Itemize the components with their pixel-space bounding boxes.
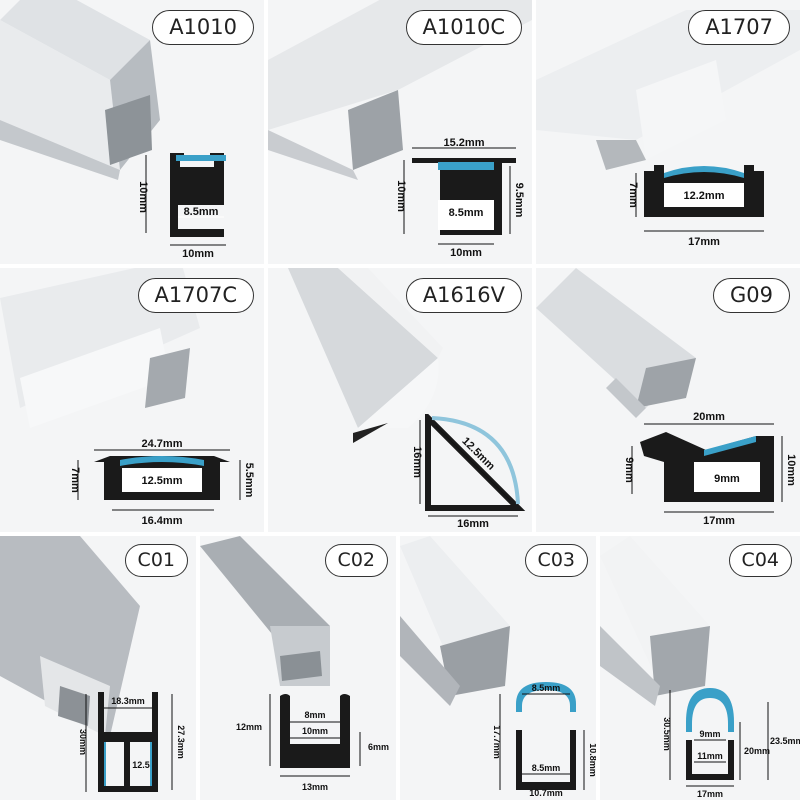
product-title: C02 [324,544,388,577]
aluminum-profile-photo [0,0,160,180]
svg-text:9mm: 9mm [624,457,635,483]
aluminum-profile-photo [288,268,443,443]
cross-section-diagram: 30.5mm 9mm 11mm 20mm 23.5mm 17mm [662,688,800,799]
svg-text:30mm: 30mm [80,729,88,755]
product-title: C03 [524,544,588,577]
svg-text:16mm: 16mm [411,446,423,478]
cross-section-diagram: 16mm 12.5mm 16mm [411,414,526,530]
product-card-a1707c[interactable]: A1707C 24.7mm 7mm 12.5mm 5.5mm 16.4mm [0,268,264,532]
svg-text:20mm: 20mm [744,746,770,756]
svg-text:17mm: 17mm [703,515,735,527]
product-card-a1707[interactable]: A1707 7mm 12.2mm 17mm [536,0,800,264]
product-title: A1010 [152,10,254,45]
svg-text:16.4mm: 16.4mm [142,515,183,527]
svg-text:10mm: 10mm [182,248,214,260]
svg-text:12.5mm: 12.5mm [142,475,183,487]
product-title: A1707C [137,278,254,313]
svg-text:13mm: 13mm [302,782,328,792]
svg-text:12.5: 12.5 [132,760,150,770]
svg-text:30.5mm: 30.5mm [662,717,672,751]
cross-section-diagram: 24.7mm 7mm 12.5mm 5.5mm 16.4mm [69,438,255,527]
svg-text:18.3mm: 18.3mm [111,696,145,706]
svg-text:10mm: 10mm [398,180,407,212]
product-card-c02[interactable]: C02 12mm 8mm 10mm 6mm 13mm [200,536,396,800]
product-card-a1010[interactable]: A1010 10mm 8.5mm 10mm [0,0,264,264]
svg-text:11mm: 11mm [697,751,723,761]
svg-text:10mm: 10mm [785,454,796,486]
cross-section-diagram: 17.7mm 8.5mm 8.5mm 10.8mm 10.7mm [492,682,596,798]
svg-text:17.7mm: 17.7mm [492,725,502,759]
svg-text:7mm: 7mm [628,182,639,208]
aluminum-profile-photo [600,536,710,706]
svg-text:24.7mm: 24.7mm [142,438,183,450]
svg-text:8.5mm: 8.5mm [449,207,484,219]
svg-text:8.5mm: 8.5mm [184,206,219,218]
product-title: G09 [713,278,790,313]
svg-text:23.5mm: 23.5mm [770,736,800,746]
svg-text:8.5mm: 8.5mm [532,763,561,773]
svg-text:10mm: 10mm [450,247,482,259]
aluminum-profile-photo [0,536,140,736]
product-card-g09[interactable]: G09 20mm 9mm 9mm 10mm 17mm [536,268,800,532]
svg-text:10.7mm: 10.7mm [529,788,563,798]
svg-text:16mm: 16mm [457,518,489,530]
svg-text:10.8mm: 10.8mm [588,743,596,777]
svg-text:27.3mm: 27.3mm [176,725,186,759]
product-card-c03[interactable]: C03 17.7mm 8.5mm 8.5mm 10.8mm 10.7mm [400,536,596,800]
svg-text:17mm: 17mm [697,789,723,799]
cross-section-diagram: 15.2mm 10mm 8.5mm 9.5mm 10mm [398,138,525,259]
svg-text:8mm: 8mm [304,710,325,720]
svg-text:6mm: 6mm [368,742,389,752]
product-card-c01[interactable]: C01 30mm 18.3mm 12.5 27.3mm [0,536,196,800]
svg-text:17mm: 17mm [688,236,720,248]
cross-section-diagram: 10mm 8.5mm 10mm [137,153,226,260]
cross-section-diagram: 7mm 12.2mm 17mm [628,165,764,248]
aluminum-profile-photo [200,536,330,686]
product-card-a1010c[interactable]: A1010C 15.2mm 10mm 8.5mm 9.5mm 10mm [268,0,532,264]
product-title: A1616V [405,278,522,313]
svg-text:12.2mm: 12.2mm [684,190,725,202]
svg-text:9mm: 9mm [699,729,720,739]
product-title: C01 [124,544,188,577]
svg-text:5.5mm: 5.5mm [243,463,255,498]
dim-height: 10mm [137,181,149,213]
svg-text:9.5mm: 9.5mm [513,183,525,218]
svg-text:9mm: 9mm [714,473,740,485]
product-card-a1616v[interactable]: A1616V 16mm 12.5mm 16mm [268,268,532,532]
svg-text:15.2mm: 15.2mm [444,138,485,149]
product-title: C04 [728,544,792,577]
svg-text:12mm: 12mm [236,722,262,732]
svg-text:7mm: 7mm [69,467,81,493]
product-card-c04[interactable]: C04 30.5mm 9mm 11mm 20mm 23.5mm 17mm [600,536,800,800]
aluminum-profile-photo [400,536,510,706]
product-title: A1707 [688,10,790,45]
svg-text:20mm: 20mm [693,411,725,423]
cross-section-diagram: 12mm 8mm 10mm 6mm 13mm [236,694,389,792]
product-title: A1010C [405,10,522,45]
svg-text:10mm: 10mm [302,726,328,736]
cross-section-diagram: 30mm 18.3mm 12.5 27.3mm [80,692,186,792]
aluminum-profile-photo [536,268,696,418]
cross-section-diagram: 20mm 9mm 9mm 10mm 17mm [624,411,796,527]
svg-text:8.5mm: 8.5mm [532,683,561,693]
